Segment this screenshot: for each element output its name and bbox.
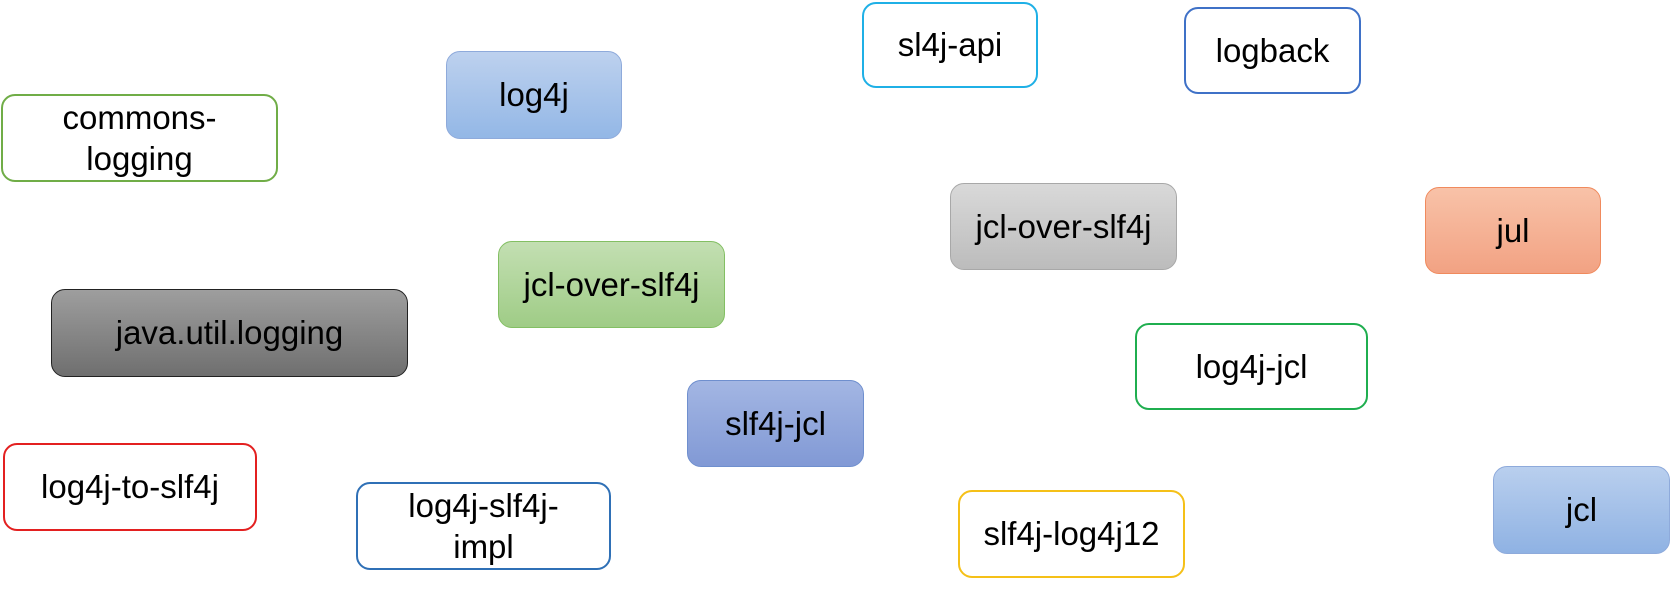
slf4j-log4j12-node: slf4j-log4j12 (958, 490, 1185, 578)
log4j-slf4j-impl-label-line2: impl (453, 528, 514, 565)
log4j-slf4j-impl-label-line1: log4j-slf4j- (408, 486, 559, 524)
jcl-over-slf4j-green-node: jcl-over-slf4j (498, 241, 725, 328)
jul-label: jul (1496, 211, 1530, 249)
slf4j-log4j12-label: slf4j-log4j12 (983, 515, 1160, 553)
slf4j-jcl-node: slf4j-jcl (687, 380, 864, 467)
jcl-over-slf4j-gray-node: jcl-over-slf4j (950, 183, 1177, 270)
log4j-to-slf4j-label: log4j-to-slf4j (41, 468, 219, 506)
jul-node: jul (1425, 187, 1601, 274)
jcl-over-slf4j-green-label: jcl-over-slf4j (523, 265, 700, 303)
slf4j-jcl-label: slf4j-jcl (725, 404, 826, 442)
log4j-jcl-node: log4j-jcl (1135, 323, 1368, 410)
log4j-label: log4j (499, 76, 569, 114)
sl4j-api-label: sl4j-api (897, 26, 1003, 64)
jcl-node: jcl (1493, 466, 1670, 554)
java-util-logging-label: java.util.logging (115, 314, 344, 352)
log4j-slf4j-impl-node: log4j-slf4j- impl (356, 482, 611, 570)
log4j-node: log4j (446, 51, 622, 139)
logback-label: logback (1215, 31, 1330, 69)
commons-logging-label-line1: commons- (62, 98, 217, 136)
commons-logging-label-line2: logging (86, 140, 193, 177)
log4j-jcl-label: log4j-jcl (1195, 347, 1308, 385)
java-util-logging-node: java.util.logging (51, 289, 408, 377)
logback-node: logback (1184, 7, 1361, 94)
jcl-over-slf4j-gray-label: jcl-over-slf4j (975, 207, 1152, 245)
log4j-to-slf4j-node: log4j-to-slf4j (3, 443, 257, 531)
sl4j-api-node: sl4j-api (862, 2, 1038, 88)
jcl-label: jcl (1565, 491, 1598, 529)
commons-logging-node: commons- logging (1, 94, 278, 182)
